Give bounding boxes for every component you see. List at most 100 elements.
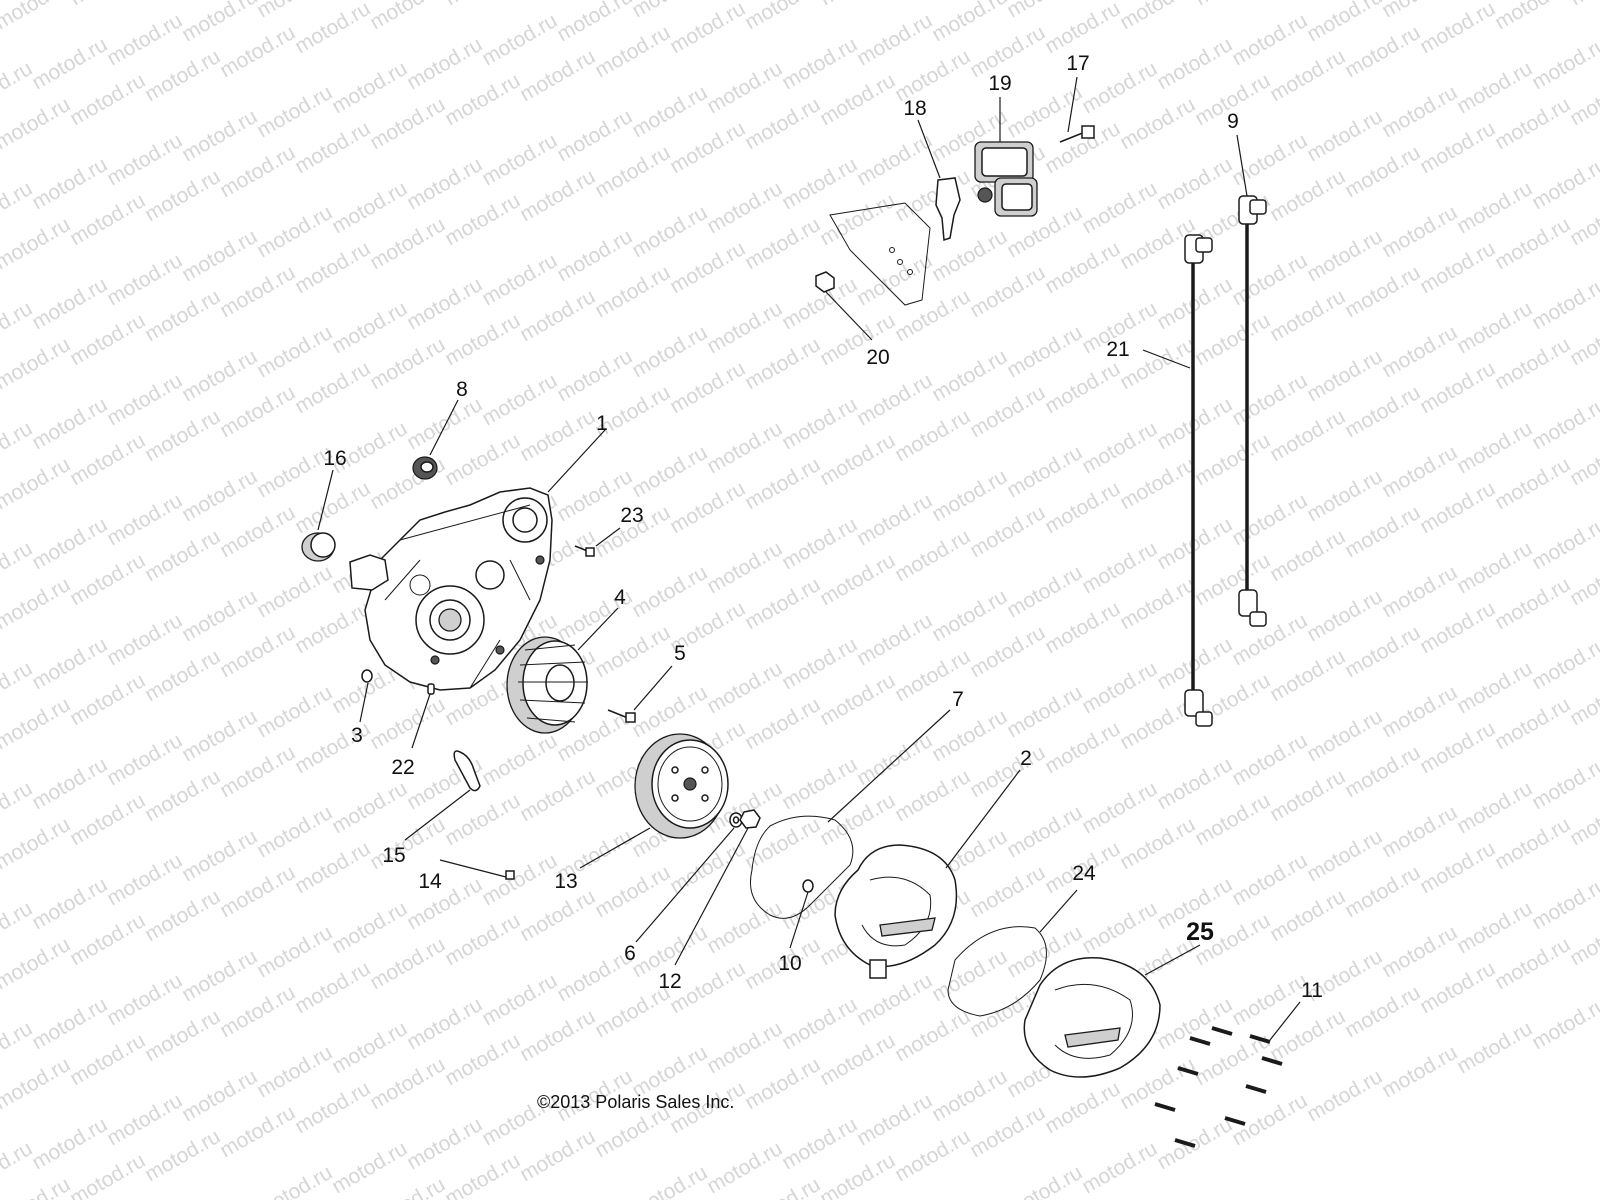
watermark-text: motod.ru (628, 1161, 711, 1200)
watermark-text: motod.ru (1491, 813, 1574, 874)
watermark-text: motod.ru (1453, 1017, 1536, 1078)
watermark-text: motod.ru (1041, 1077, 1124, 1138)
watermark-text: motod.ru (1266, 405, 1349, 466)
watermark-text: motod.ru (778, 1113, 861, 1174)
watermark-text: motod.ru (1266, 645, 1349, 706)
watermark-text: motod.ru (28, 1113, 111, 1174)
watermark-text: motod.ru (403, 993, 486, 1054)
part-10-dowel (802, 879, 814, 893)
watermark-text: motod.ru (966, 861, 1049, 922)
watermark-text: motod.ru (103, 609, 186, 670)
watermark-text: motod.ru (28, 33, 111, 94)
callout-20: 20 (866, 346, 889, 369)
watermark-text: motod.ru (1191, 429, 1274, 490)
watermark-text: motod.ru (1228, 1089, 1311, 1150)
watermark-text: motod.ru (1116, 93, 1199, 154)
callout-18: 18 (903, 97, 926, 120)
watermark-text: motod.ru (141, 1005, 224, 1066)
watermark-text: motod.ru (816, 429, 899, 490)
watermark-text: motod.ru (253, 1161, 336, 1200)
watermark-text: motod.ru (141, 1125, 224, 1186)
watermark-text: motod.ru (216, 21, 299, 82)
watermark-text: motod.ru (216, 981, 299, 1042)
watermark-text: motod.ru (0, 177, 36, 238)
watermark-text: motod.ru (1191, 789, 1274, 850)
watermark-text: motod.ru (966, 1101, 1049, 1162)
callout-9: 9 (1227, 110, 1239, 133)
callout-10: 10 (778, 952, 801, 975)
watermark-text: motod.ru (1528, 33, 1600, 94)
watermark-text: motod.ru (891, 1005, 974, 1066)
watermark-text: motod.ru (1003, 801, 1086, 862)
part-2-cover (834, 844, 958, 979)
watermark-text: motod.ru (328, 177, 411, 238)
watermark-text: motod.ru (1566, 189, 1600, 250)
mounting-plate (829, 202, 931, 306)
watermark-text: motod.ru (1416, 957, 1499, 1018)
watermark-text: motod.ru (1228, 849, 1311, 910)
watermark-text: motod.ru (816, 0, 899, 10)
watermark-text: motod.ru (853, 489, 936, 550)
leader-3 (359, 682, 369, 723)
watermark-text: motod.ru (1153, 33, 1236, 94)
watermark-text: motod.ru (1228, 969, 1311, 1030)
callout-23: 23 (620, 504, 643, 527)
watermark-text: motod.ru (516, 1125, 599, 1186)
watermark-text: motod.ru (0, 333, 74, 394)
watermark-text: motod.ru (1566, 309, 1600, 370)
watermark-text: motod.ru (1078, 537, 1161, 598)
part-13-flywheel (634, 733, 729, 839)
callout-6: 6 (624, 942, 636, 965)
callout-11: 11 (1301, 979, 1323, 1002)
watermark-text: motod.ru (1228, 249, 1311, 310)
watermark-text: motod.ru (703, 1137, 786, 1198)
watermark-text: motod.ru (1003, 81, 1086, 142)
watermark-text: motod.ru (516, 45, 599, 106)
watermark-text: motod.ru (1341, 621, 1424, 682)
watermark-text: motod.ru (253, 561, 336, 622)
watermark-text: motod.ru (291, 357, 374, 418)
watermark-text: motod.ru (66, 789, 149, 850)
watermark-text: motod.ru (66, 189, 149, 250)
watermark-text: motod.ru (291, 957, 374, 1018)
watermark-text: motod.ru (366, 93, 449, 154)
watermark-text: motod.ru (103, 1089, 186, 1150)
watermark-text: motod.ru (0, 537, 36, 598)
watermark-text: motod.ru (178, 1065, 261, 1126)
watermark-text: motod.ru (516, 885, 599, 946)
watermark-text: motod.ru (1453, 297, 1536, 358)
watermark-text: motod.ru (666, 117, 749, 178)
callout-17: 17 (1066, 52, 1089, 75)
watermark-text: motod.ru (1566, 0, 1600, 10)
watermark-text: motod.ru (778, 513, 861, 574)
watermark-text: motod.ru (66, 69, 149, 130)
watermark-text: motod.ru (1528, 873, 1600, 934)
leader-7 (827, 709, 951, 823)
watermark-text: motod.ru (366, 453, 449, 514)
watermark-text: motod.ru (1266, 885, 1349, 946)
watermark-text: motod.ru (741, 453, 824, 514)
part-19-coil (974, 141, 1038, 217)
watermark-text: motod.ru (853, 9, 936, 70)
watermark-text: motod.ru (216, 741, 299, 802)
watermark-text: motod.ru (328, 897, 411, 958)
watermark-text: motod.ru (1153, 1113, 1236, 1174)
watermark-text: motod.ru (1566, 909, 1600, 970)
callout-3: 3 (351, 724, 363, 747)
part-7-gasket (750, 815, 854, 919)
watermark-text: motod.ru (366, 1053, 449, 1114)
watermark-text: motod.ru (516, 285, 599, 346)
callout-7: 7 (952, 688, 964, 711)
leader-8 (429, 399, 459, 456)
watermark-text: motod.ru (553, 105, 636, 166)
callout-2: 2 (1020, 747, 1032, 770)
watermark-text: motod.ru (1116, 0, 1199, 34)
part-5-bolt (607, 709, 636, 723)
leader-10 (789, 891, 809, 949)
watermark-text: motod.ru (928, 945, 1011, 1006)
watermark-text: motod.ru (291, 117, 374, 178)
leader-21 (1142, 349, 1191, 369)
watermark-text: motod.ru (966, 381, 1049, 442)
watermark-text: motod.ru (928, 225, 1011, 286)
